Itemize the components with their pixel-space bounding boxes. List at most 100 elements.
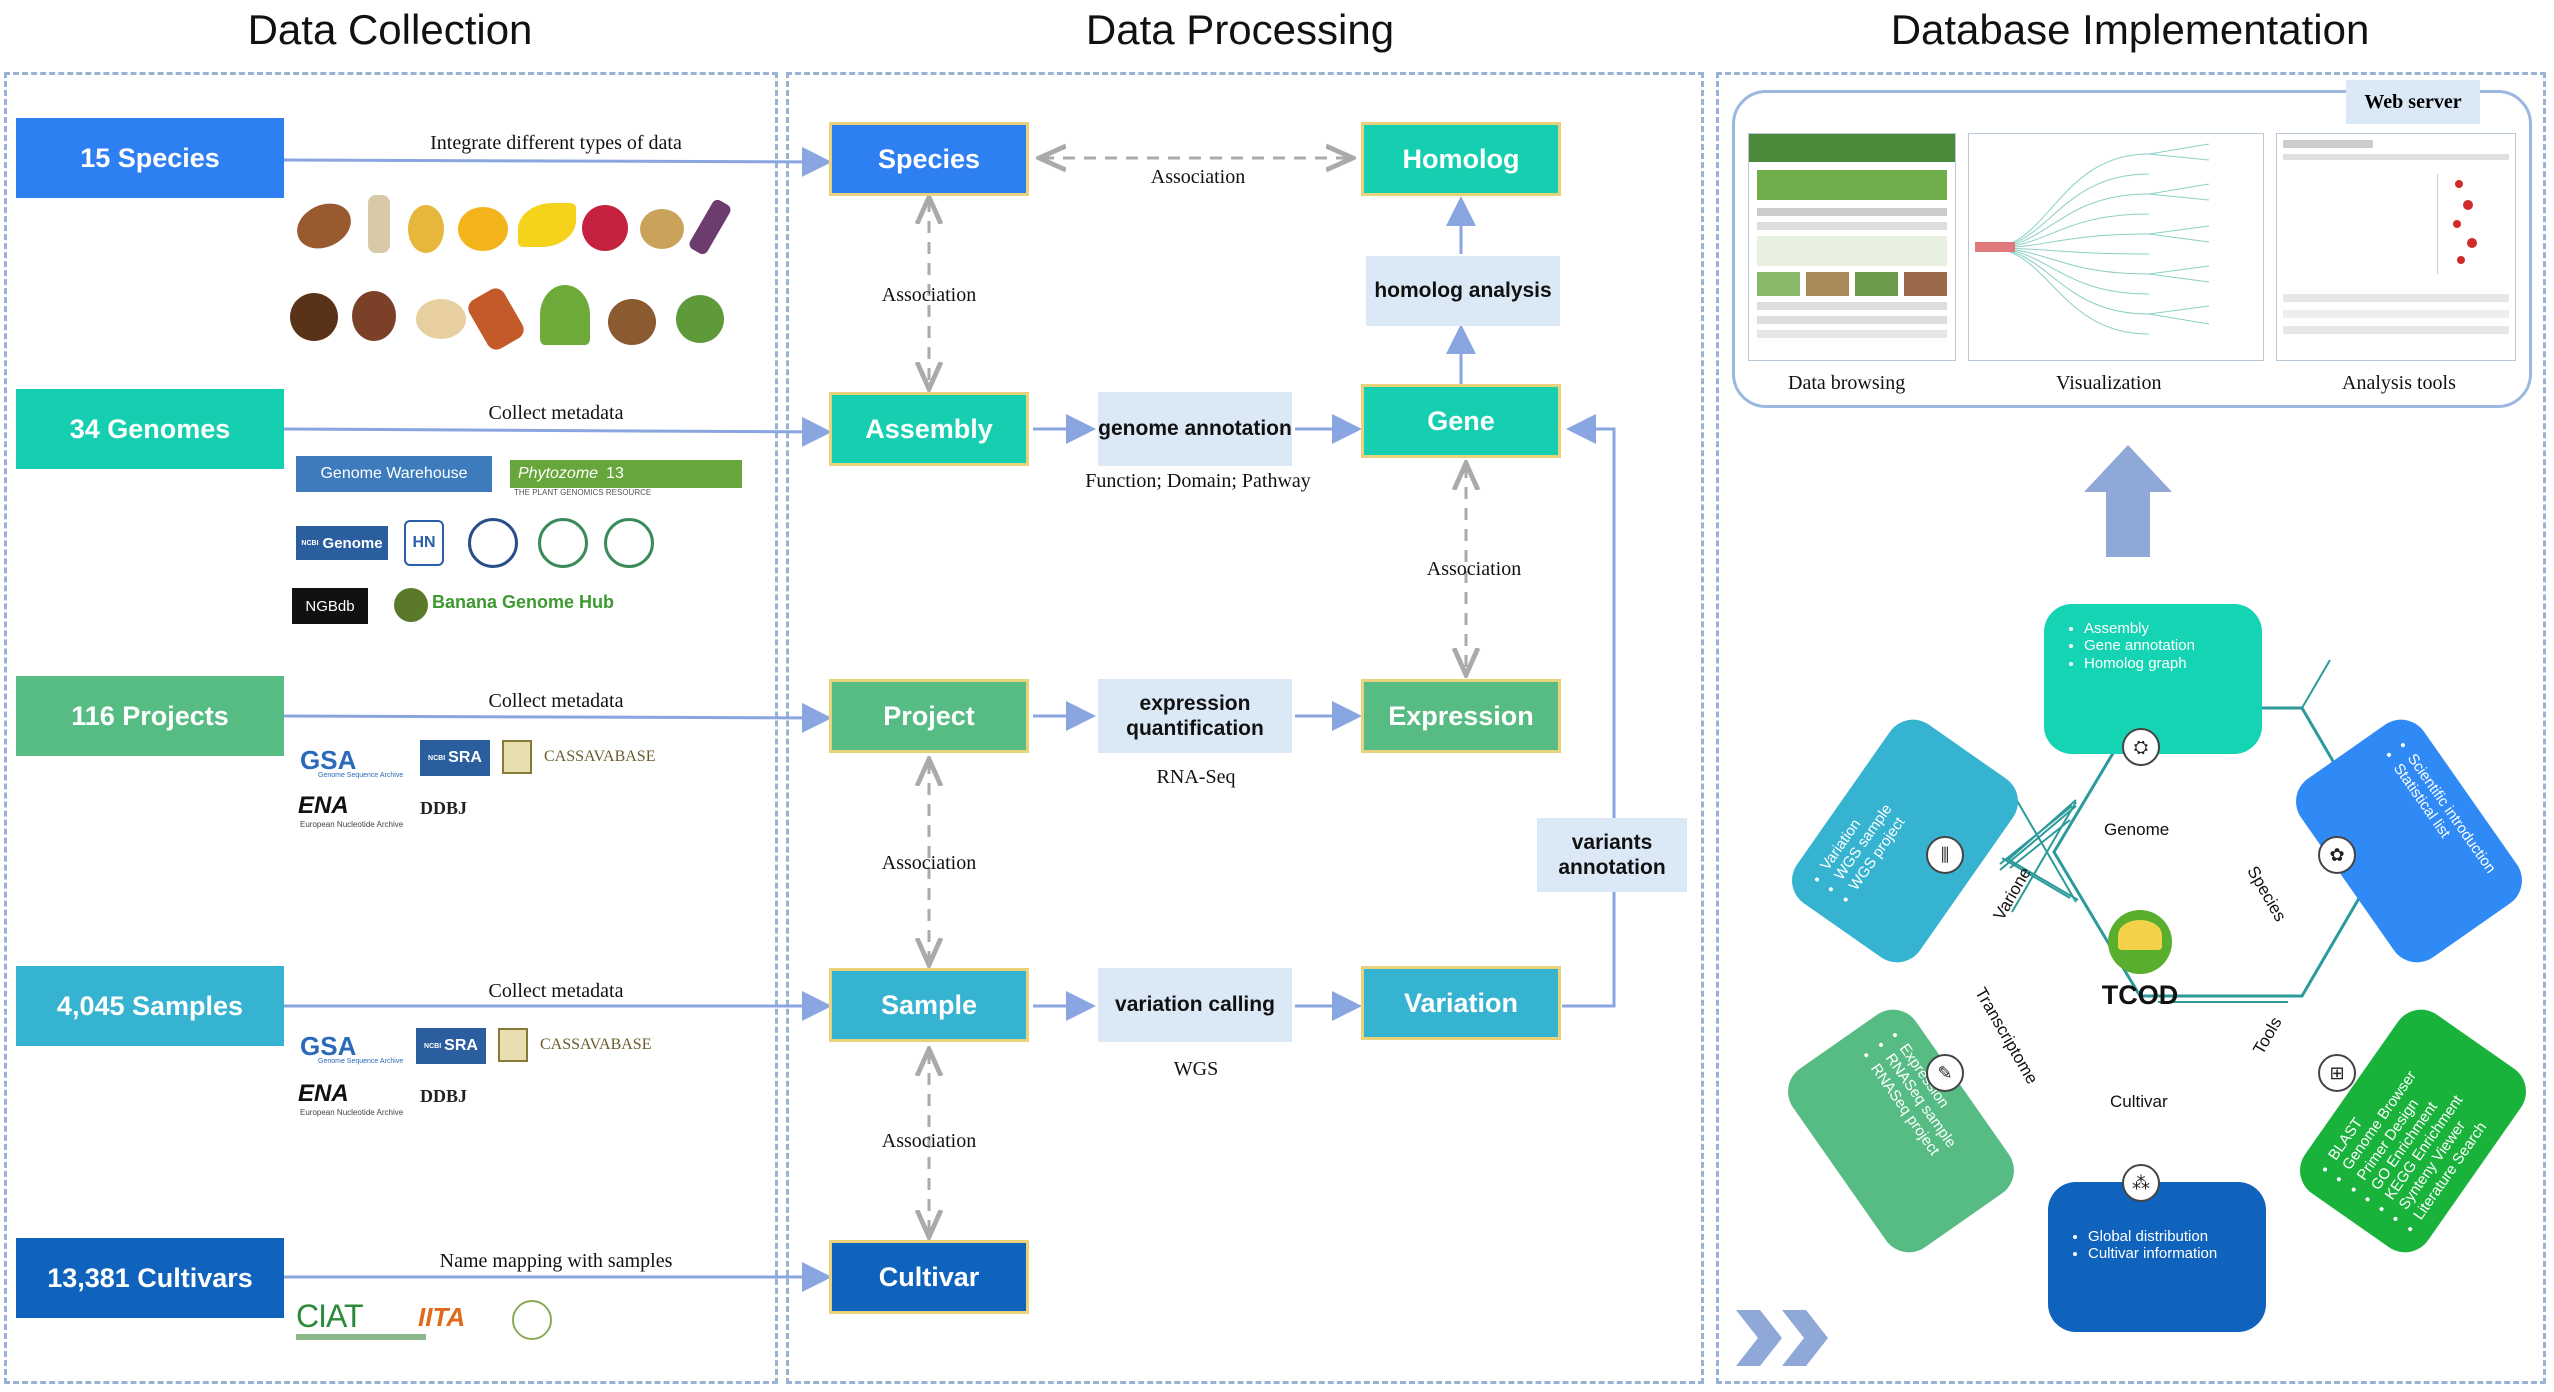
edge-label-cultivars: Name mapping with samples — [439, 1250, 673, 1272]
ddbj-logo: DDBJ — [420, 1086, 468, 1106]
sra-text: SRA — [448, 749, 482, 766]
research-center-seal-icon — [512, 1300, 552, 1340]
vanilla-icon — [416, 299, 466, 339]
expression-note: RNA-Seq — [1156, 766, 1236, 788]
caption-visualization: Visualization — [2056, 372, 2162, 394]
banana-genome-hub-icon — [394, 588, 428, 622]
banana-genome-hub-logo: Banana Genome Hub — [432, 592, 615, 612]
arrow-projects — [283, 702, 832, 733]
web-server-label: Web server — [2346, 80, 2480, 124]
sra-text: SRA — [444, 1037, 478, 1054]
phytozome-name: Phytozome — [518, 465, 599, 482]
node-assembly: Assembly — [829, 392, 1029, 466]
species-icon: ✿ — [2318, 836, 2356, 874]
cultivars-count-box: 13,381 Cultivars — [16, 1238, 284, 1318]
genomes-count-box: 34 Genomes — [16, 389, 284, 469]
university-seal-icon — [538, 518, 588, 568]
variation-note: WGS — [1173, 1058, 1219, 1080]
academy-seal-icon — [604, 518, 654, 568]
tile-genome-item: Assembly — [2084, 620, 2236, 637]
caption-data-browsing: Data browsing — [1788, 372, 1906, 394]
visualization-thumbnail[interactable] — [1968, 133, 2264, 361]
genome-warehouse-logo: Genome Warehouse — [296, 456, 492, 492]
section-title-collection: Data Collection — [247, 6, 533, 53]
association-label: Association — [881, 284, 977, 306]
genome-annotation-note: Function; Domain; Pathway — [1085, 470, 1311, 492]
tile-cultivar[interactable]: Global distribution Cultivar information — [2048, 1182, 2266, 1332]
phytozome-version: 13 — [606, 465, 624, 482]
edge-label-genomes: Collect metadata — [488, 402, 624, 424]
phytozome-logo: Phytozome 13 — [510, 460, 742, 488]
ddbj-logo: DDBJ — [420, 798, 468, 818]
arrow-genomes — [283, 416, 832, 447]
ciat-tagline-bar — [296, 1334, 426, 1340]
coconut-icon — [608, 299, 656, 345]
gsa-tagline: Genome Sequence Archive — [318, 1058, 404, 1065]
chevron-icon — [1736, 1310, 1782, 1366]
pineapple-icon — [408, 205, 444, 253]
genome-icon: ⛭ — [2122, 728, 2160, 766]
edge-label-samples: Collect metadata — [488, 980, 624, 1002]
ena-logo: ENA — [298, 1080, 349, 1107]
iita-logo: IITA — [418, 1302, 466, 1332]
node-homolog: Homolog — [1361, 122, 1561, 196]
gsa-logo: GSA — [300, 744, 357, 775]
institute-seal-icon — [468, 518, 518, 568]
coffee-icon — [290, 293, 338, 341]
hex-label-cultivar: Cultivar — [2110, 1092, 2168, 1111]
ngbdb-logo: NGBdb — [292, 588, 368, 624]
section-title-implementation: Database Implementation — [1890, 6, 2370, 53]
species-count-box: 15 Species — [16, 118, 284, 198]
node-expression: Expression — [1361, 679, 1561, 753]
ena-tagline: European Nucleotide Archive — [300, 1108, 404, 1117]
tile-genome-item: Gene annotation — [2084, 637, 2236, 654]
chevron-icon — [1782, 1310, 1828, 1366]
ena-tagline: European Nucleotide Archive — [300, 820, 404, 829]
projects-count-box: 116 Projects — [16, 676, 284, 756]
phytozome-tagline: THE PLANT GENOMICS RESOURCE — [514, 488, 652, 497]
association-label: Association — [1150, 166, 1246, 188]
cassavabase-logo: CASSAVABASE — [540, 1036, 652, 1053]
cassavabase-logo: CASSAVABASE — [544, 748, 656, 765]
node-species: Species — [829, 122, 1029, 196]
hex-label-genome: Genome — [2104, 820, 2170, 839]
data-browsing-thumbnail[interactable] — [1748, 133, 1956, 361]
node-variation: Variation — [1361, 966, 1561, 1040]
node-project: Project — [829, 679, 1029, 753]
ncbi-genome-text: Genome — [322, 534, 383, 552]
association-label: Association — [1426, 558, 1522, 580]
association-label: Association — [881, 852, 977, 874]
longan-icon — [640, 209, 684, 249]
samples-count-box: 4,045 Samples — [16, 966, 284, 1046]
tile-genome[interactable]: Assembly Gene annotation Homolog graph — [2044, 604, 2262, 754]
edge-label-species: Integrate different types of data — [430, 132, 682, 154]
genome-annotation-box: genome annotation — [1098, 392, 1292, 466]
ncbi-mark: NCBI — [428, 754, 446, 762]
panel-processing — [786, 72, 1704, 1384]
mango-icon — [458, 207, 508, 251]
hn-logo: HN — [404, 520, 444, 566]
ena-logo: ENA — [298, 792, 349, 819]
gsa-tagline: Genome Sequence Archive — [318, 772, 404, 779]
transcriptome-icon: ✎ — [1926, 1054, 1964, 1092]
variation-calling-box: variation calling — [1098, 968, 1292, 1042]
varione-icon: ⫼ — [1926, 836, 1964, 874]
section-title-processing: Data Processing — [1085, 6, 1395, 53]
tile-genome-item: Homolog graph — [2084, 655, 2236, 672]
ciat-logo: CIAT — [296, 1298, 364, 1334]
ncbi-genome-logo: NCBI Genome — [296, 526, 388, 560]
yam-icon — [368, 195, 390, 253]
up-arrow — [2084, 445, 2172, 557]
analysis-tools-thumbnail[interactable] — [2276, 133, 2516, 361]
edge-label-projects: Collect metadata — [488, 690, 624, 712]
species-fruit-icons — [289, 195, 760, 365]
node-gene: Gene — [1361, 384, 1561, 458]
caption-analysis-tools: Analysis tools — [2342, 372, 2456, 394]
variants-annotation-box: variants annotation — [1537, 818, 1687, 892]
ncbi-sra-logo: NCBI SRA — [420, 740, 490, 776]
ncbi-mark: NCBI — [424, 1042, 442, 1050]
cultivar-icon: ⁂ — [2122, 1164, 2160, 1202]
association-label: Association — [881, 1130, 977, 1152]
palm-icon — [540, 285, 590, 345]
